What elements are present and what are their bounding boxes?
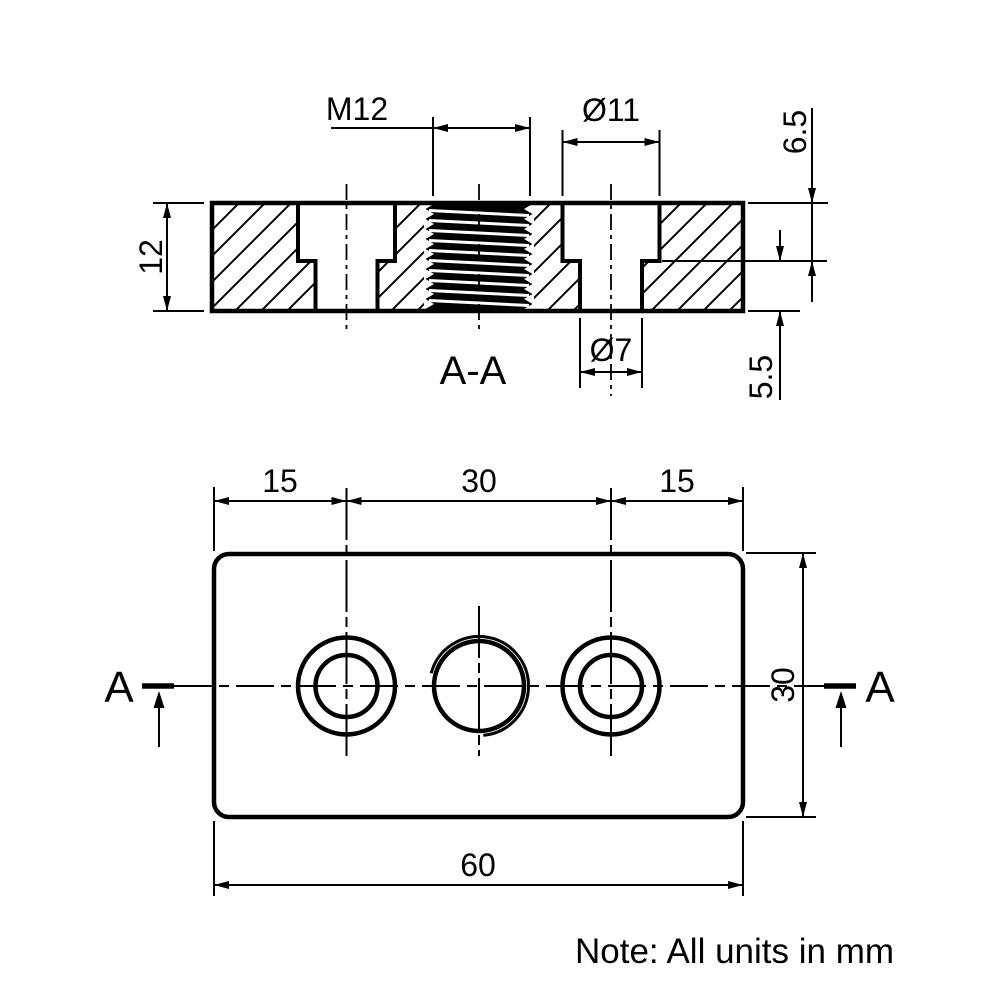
dim-hole-spacing: 15 30 15 [213,463,744,551]
dim-hole-dia: Ø7 [579,318,643,388]
dim-thread-label: M12 [326,91,388,127]
dim-center-distance-label: 30 [461,463,497,499]
dim-right-offset-label: 15 [659,463,695,499]
dim-left-offset-label: 15 [262,463,298,499]
dim-counterbore-dia-label: Ø11 [582,92,640,128]
thread-major-arc [429,634,530,737]
right-counterbore-outline [560,204,662,310]
units-note: Note: All units in mm [575,932,894,971]
dim-through-depth-label: 5.5 [743,355,779,399]
dim-counterbore-depth-label: 6.5 [777,110,813,154]
dim-hole-dia-label: Ø7 [590,332,633,368]
dim-counterbore-dia: Ø11 [561,92,661,196]
dim-thread: M12 [326,91,531,196]
dim-through-depth: 5.5 [743,230,800,400]
left-counterbore-outline [296,204,397,310]
dim-plate-width-label: 60 [460,847,496,883]
dim-plate-height: 30 [746,552,816,818]
section-view: 12 M12 Ø11 6.5 [133,91,828,400]
dim-plate-height-label: 30 [765,667,801,703]
section-cutting-line: A A [104,663,895,747]
plan-view: A A 15 30 15 30 [104,463,895,896]
section-marker-left: A [104,663,134,712]
section-marker-right: A [865,663,895,712]
section-label: A-A [440,349,507,393]
dim-counterbore-depth: 6.5 [662,108,828,302]
dim-thickness: 12 [133,202,204,312]
dim-thickness-label: 12 [133,239,169,275]
section-plate-outline [209,200,746,314]
dim-plate-width: 60 [213,821,744,896]
